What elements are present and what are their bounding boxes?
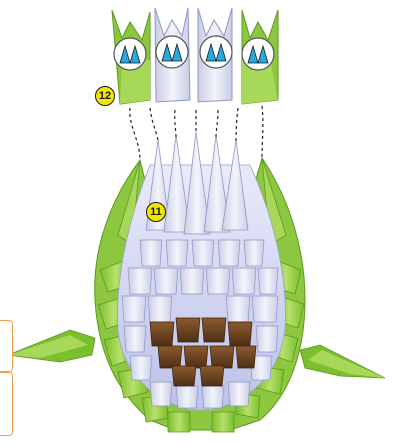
step-badge-11: 11 <box>146 202 166 222</box>
side-panel-top <box>0 320 13 372</box>
paper-triangle-icon <box>242 38 274 70</box>
step-number-12: 12 <box>99 91 111 102</box>
step-badge-12: 12 <box>95 86 115 106</box>
paper-triangle-icon <box>200 36 232 68</box>
step-number-11: 11 <box>150 207 162 218</box>
side-panel-bottom <box>0 372 13 436</box>
paper-triangle-icon <box>114 38 146 70</box>
paper-triangle-icon <box>156 36 188 68</box>
